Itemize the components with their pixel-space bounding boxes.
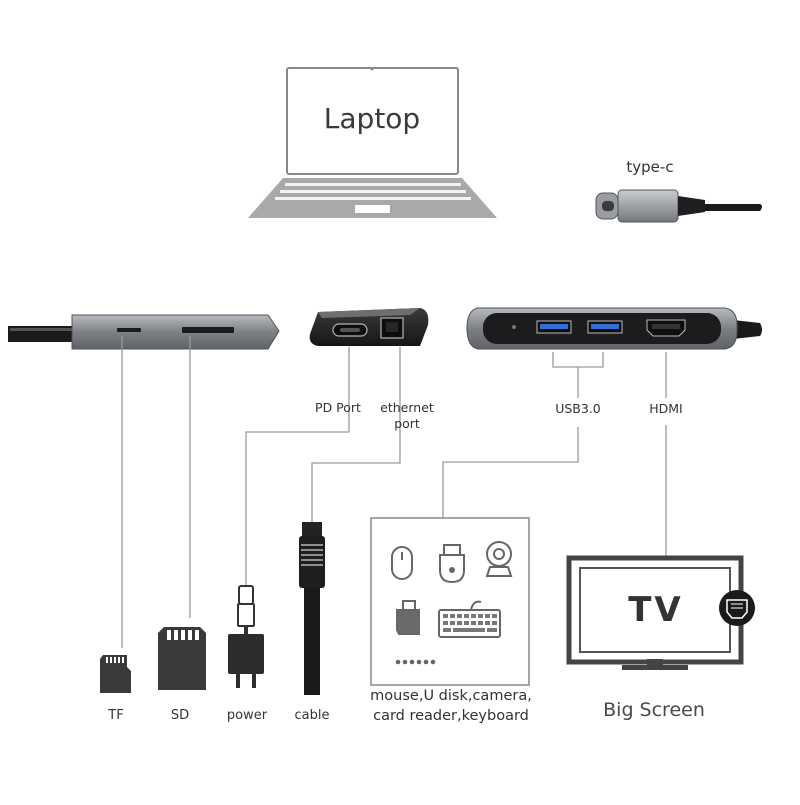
card-reader-hub xyxy=(8,314,280,350)
ethernet-cable-icon xyxy=(299,522,325,695)
usb-hdmi-hub xyxy=(466,307,762,350)
u-disk-icon xyxy=(439,544,465,584)
usb-port-1-icon xyxy=(536,320,572,334)
type-c-label: type-c xyxy=(626,158,673,176)
tv-label: TV xyxy=(628,590,684,630)
tv-icon xyxy=(566,555,744,670)
laptop-label: Laptop xyxy=(324,102,420,135)
devices-box xyxy=(370,517,530,686)
keyboard-icon xyxy=(438,600,501,638)
cable-label: cable xyxy=(295,708,330,723)
card-reader-icon xyxy=(396,600,420,635)
hdmi-plug-badge xyxy=(719,590,755,626)
devices-label-line2: card reader,keyboard xyxy=(373,708,529,724)
sd-card-icon xyxy=(158,627,206,690)
type-c-plug-icon xyxy=(595,189,762,223)
usb-port-2-icon xyxy=(587,320,623,334)
mouse-icon xyxy=(391,546,413,580)
usb-label: USB3.0 xyxy=(555,401,601,416)
sd-label: SD xyxy=(171,708,189,723)
hdmi-port-icon xyxy=(646,319,686,337)
laptop-icon xyxy=(248,67,497,218)
ethernet-label-line2: port xyxy=(394,416,420,431)
big-screen-label: Big Screen xyxy=(603,699,705,721)
power-adapter-icon xyxy=(228,585,264,688)
pd-port-label: PD Port xyxy=(315,400,361,415)
tf-card-icon xyxy=(100,655,131,693)
pagination-dots xyxy=(395,659,436,665)
power-label: power xyxy=(227,708,268,723)
pd-ethernet-hub xyxy=(309,308,429,346)
devices-label-line1: mouse,U disk,camera, xyxy=(370,688,532,704)
camera-icon xyxy=(485,541,513,577)
ethernet-label-line1: ethernet xyxy=(380,400,434,415)
ethernet-port-icon xyxy=(380,317,404,339)
tf-label: TF xyxy=(107,708,123,723)
hdmi-label: HDMI xyxy=(649,401,683,416)
connector-lines xyxy=(121,336,667,648)
